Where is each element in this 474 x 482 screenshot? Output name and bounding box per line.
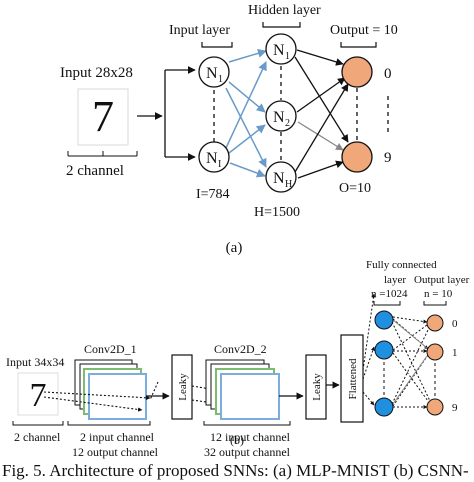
b-conv1-brace	[67, 421, 151, 426]
svg-text:N: N	[273, 42, 285, 59]
b-input-label: Input 34x34	[6, 355, 64, 369]
a-i-count: I=784	[196, 187, 230, 202]
a-neuron-ni: N I	[198, 141, 230, 173]
a-hidden-layer-label: Hidden layer	[248, 3, 321, 18]
svg-text:1: 1	[285, 51, 290, 62]
a-output-brace	[340, 42, 377, 48]
b-input-digit: 7	[30, 377, 47, 414]
a-hidden-brace	[262, 22, 301, 28]
a-h-count: H=1500	[254, 205, 300, 220]
a-input-brace	[201, 42, 233, 48]
b-conv2-brace	[203, 421, 291, 426]
svg-text:N: N	[206, 65, 218, 82]
a-neuron-hh: N H	[265, 161, 297, 193]
b-leaky2-box	[305, 354, 327, 420]
b-conv2-in: 12 input channel	[210, 430, 291, 444]
b-fc-neuron-2	[374, 340, 394, 360]
panel-b: Input 34x34 7 2 channel Conv2D_1 2 input…	[6, 259, 470, 459]
svg-text:2: 2	[285, 118, 290, 129]
b-out-layer-label: Output layer	[414, 274, 470, 286]
a-o-count: O=10	[339, 181, 371, 196]
figure-caption: Fig. 5. Architecture of proposed SNNs: (…	[2, 461, 469, 480]
b-out-neuron-1	[426, 343, 444, 361]
a-input-digit: 7	[92, 92, 114, 141]
b-fc-n: n =1024	[371, 288, 408, 300]
a-neuron-h1: N 1	[265, 33, 297, 65]
svg-text:H: H	[285, 179, 292, 190]
b-leaky1-box	[171, 354, 193, 420]
b-fc-neuron-1	[374, 310, 394, 330]
b-fc-label-1: Fully connected	[366, 259, 437, 271]
b-out-label-1: 1	[452, 347, 458, 359]
a-output-neuron-9	[341, 141, 373, 173]
b-input-image	[17, 372, 59, 416]
a-out-label-0: 0	[384, 66, 392, 82]
b-out-label-9: 9	[452, 402, 458, 414]
b-conv1-in: 2 input channel	[80, 430, 155, 444]
b-out-label-0: 0	[452, 318, 458, 330]
a-out-label-9: 9	[384, 150, 392, 166]
svg-text:I: I	[218, 159, 221, 170]
b-conv2-blue	[220, 373, 280, 420]
a-neuron-h2: N 2	[265, 100, 297, 132]
a-input-image	[77, 88, 129, 146]
b-fc-neuron-n	[374, 397, 394, 417]
b-out-neuron-0	[426, 314, 444, 332]
b-channel-brace	[12, 421, 64, 426]
b-leaky1-label: Leaky	[177, 373, 189, 401]
b-conv1-label: Conv2D_1	[84, 342, 137, 356]
a-output-label: Output = 10	[330, 23, 398, 38]
b-out-n: n = 10	[424, 288, 453, 300]
a-input-label: Input 28x28	[60, 65, 133, 81]
a-input-layer-label: Input layer	[169, 23, 230, 38]
b-out-neuron-9	[426, 398, 444, 416]
panel-a: Input 28x28 7 2 channel Input layer Hidd…	[60, 3, 398, 256]
b-fc-label-2: layer	[384, 274, 406, 286]
b-channel-label: 2 channel	[14, 430, 61, 444]
b-panel-label: (b)	[230, 433, 244, 447]
b-conv2-label: Conv2D_2	[214, 342, 267, 356]
a-panel-label: (a)	[226, 240, 243, 256]
a-output-neuron-0	[341, 56, 373, 88]
b-conv1-out: 12 output channel	[72, 445, 159, 459]
figure: Input 28x28 7 2 channel Input layer Hidd…	[6, 3, 470, 459]
b-flatten-label: Flattened	[347, 358, 359, 399]
b-conv2-out: 32 output channel	[204, 445, 291, 459]
svg-text:N: N	[273, 109, 285, 126]
svg-text:1: 1	[218, 74, 223, 85]
b-leaky2-label: Leaky	[311, 373, 323, 401]
svg-text:N: N	[273, 170, 285, 187]
a-neuron-n1: N 1	[198, 56, 230, 88]
svg-text:N: N	[206, 150, 218, 167]
a-channel-label: 2 channel	[66, 163, 124, 179]
